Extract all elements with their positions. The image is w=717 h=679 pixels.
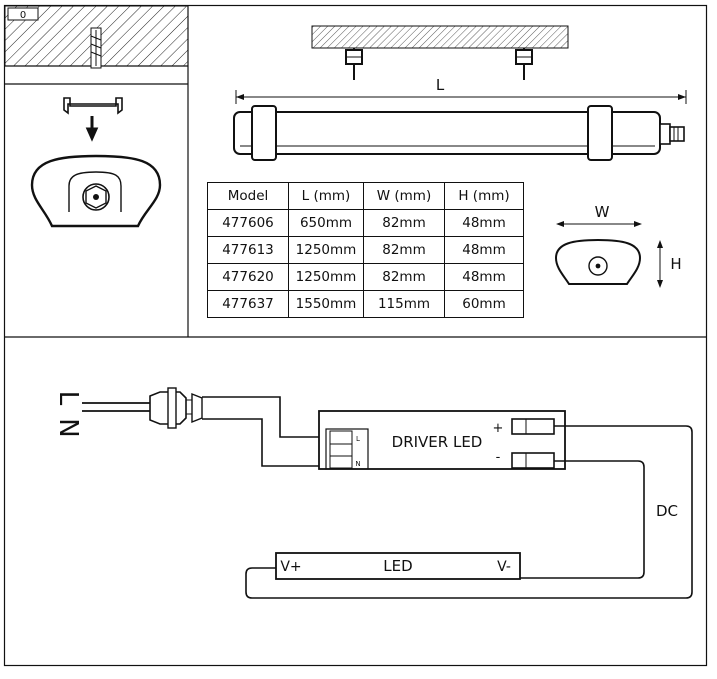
ceiling-mount-detail: 0 (4, 5, 189, 69)
arrow-down-icon (85, 116, 99, 142)
height-label: H (670, 255, 681, 273)
terminal-l-label: L (356, 435, 360, 443)
length-dimension: L (235, 76, 687, 104)
table-row: 477606 650mm 82mm 48mm (207, 209, 524, 237)
col-header-width: W (mm) (363, 182, 445, 210)
mains-n-label: N (53, 418, 83, 437)
cell-width: 115mm (363, 290, 445, 318)
table-row: 477637 1550mm 115mm 60mm (207, 290, 524, 318)
ceiling-bracket-view (311, 25, 569, 80)
col-header-length: L (mm) (288, 182, 364, 210)
led-module-box (275, 552, 521, 580)
terminal-n-label: N (355, 460, 360, 468)
width-label: W (595, 203, 610, 221)
detail-tag: 0 (20, 10, 26, 21)
col-header-height: H (mm) (444, 182, 524, 210)
cell-height: 48mm (444, 209, 524, 237)
output-minus-terminal (511, 452, 555, 469)
dc-label: DC (656, 502, 678, 520)
clip-mount-panel (30, 97, 162, 228)
cable-gland-connector-icon (149, 387, 203, 429)
led-plus-label: V+ (280, 559, 301, 575)
bracket-right-icon (515, 48, 533, 80)
cell-length: 1550mm (288, 290, 364, 318)
led-minus-label: V- (497, 559, 511, 575)
cell-length: 650mm (288, 209, 364, 237)
end-cap-left (251, 105, 277, 161)
detail-tag-box (7, 7, 39, 21)
cell-length: 1250mm (288, 236, 364, 264)
table-header-row: Model L (mm) W (mm) H (mm) (207, 182, 524, 210)
cell-model: 477606 (207, 209, 289, 237)
luminaire-side-view (233, 105, 685, 161)
minus-label: - (496, 450, 501, 465)
mains-l-label: L (53, 391, 83, 406)
cell-width: 82mm (363, 236, 445, 264)
col-header-model: Model (207, 182, 289, 210)
cell-model: 477620 (207, 263, 289, 291)
wiring-diagram: L N L N DRIVER LED + - DC (53, 387, 693, 599)
profile-cross-section (30, 154, 162, 228)
cell-height: 48mm (444, 263, 524, 291)
model-spec-table: Model L (mm) W (mm) H (mm) 477606 650mm … (207, 182, 524, 318)
cell-width: 82mm (363, 263, 445, 291)
cell-height: 48mm (444, 236, 524, 264)
driver-label: DRIVER LED (392, 433, 483, 451)
cell-model: 477613 (207, 236, 289, 264)
cable-gland-icon (659, 123, 671, 145)
output-plus-terminal (511, 418, 555, 435)
outer-frame (3, 4, 708, 667)
cell-height: 60mm (444, 290, 524, 318)
plus-label: + (493, 421, 504, 436)
length-label: L (436, 76, 445, 94)
table-row: 477613 1250mm 82mm 48mm (207, 236, 524, 264)
table-row: 477620 1250mm 82mm 48mm (207, 263, 524, 291)
mounting-clip-icon (63, 97, 123, 115)
end-profile-icon (554, 238, 642, 285)
led-label: LED (383, 557, 412, 575)
width-height-view: W H (554, 203, 682, 288)
cell-model: 477637 (207, 290, 289, 318)
bracket-left-icon (345, 48, 363, 80)
end-cap-right (587, 105, 613, 161)
gland-nut-icon (82, 183, 110, 211)
cell-width: 82mm (363, 209, 445, 237)
cell-length: 1250mm (288, 263, 364, 291)
input-terminal-block (325, 428, 369, 470)
